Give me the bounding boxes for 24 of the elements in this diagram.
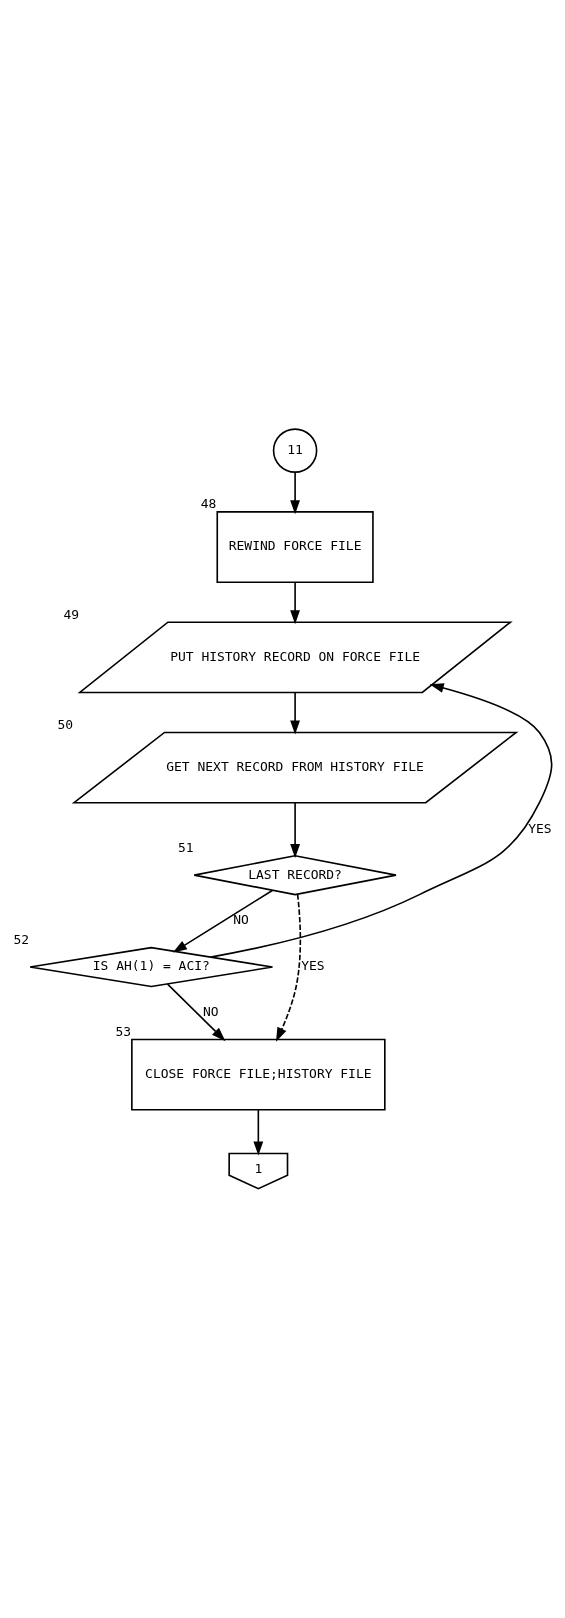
node-label: 51 bbox=[177, 840, 194, 856]
arrow bbox=[290, 471, 301, 515]
arrow bbox=[253, 1109, 264, 1156]
node-label: 52 bbox=[13, 931, 30, 947]
edge-label: NO bbox=[233, 912, 249, 928]
node-box: REWIND FORCE FILE bbox=[216, 511, 374, 583]
arrow bbox=[290, 581, 301, 625]
arrow bbox=[209, 683, 553, 958]
node-diamond: LAST RECORD? bbox=[193, 854, 397, 896]
arrow bbox=[290, 691, 301, 735]
arrow bbox=[172, 889, 274, 953]
node-label: 49 bbox=[63, 606, 80, 622]
edge-label: NO bbox=[202, 1004, 219, 1020]
arrow bbox=[276, 893, 302, 1042]
node-circle: 11 bbox=[272, 428, 318, 473]
node-label: 53 bbox=[115, 1023, 132, 1039]
node-box: CLOSE FORCE FILE;HISTORY FILE bbox=[131, 1038, 386, 1111]
arrow bbox=[290, 802, 301, 859]
arrow bbox=[166, 983, 226, 1042]
node-diamond: IS AH(1) = ACI? bbox=[29, 946, 274, 988]
node-label: 48 bbox=[200, 496, 217, 512]
edge-label: YES bbox=[301, 958, 325, 974]
edge-label: YES bbox=[528, 820, 552, 836]
node-label: 50 bbox=[57, 716, 74, 732]
